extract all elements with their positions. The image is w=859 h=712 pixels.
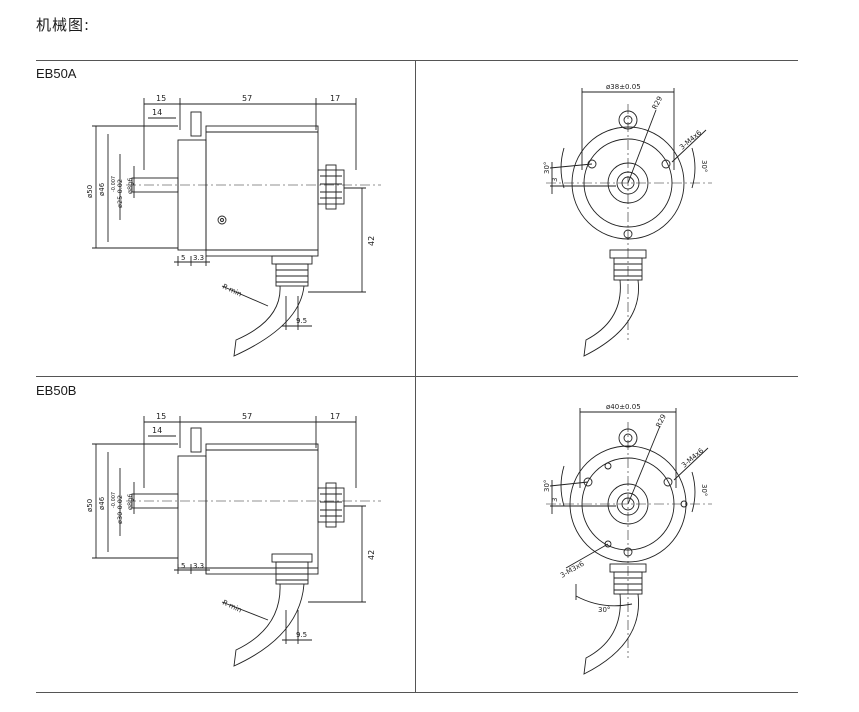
dim-17: 17 xyxy=(330,412,340,421)
dim-shaft-tolerance-sup: -0.007 xyxy=(111,492,117,508)
dim-radius: R29 xyxy=(655,413,668,429)
dim-diameter-46: ø46 xyxy=(98,496,106,510)
dim-shaft-tolerance-sup: -0.007 xyxy=(111,176,117,192)
column-divider xyxy=(415,60,416,692)
dim-shaft-tolerance: ø30-0.02 xyxy=(116,495,124,524)
eb50b-side-view: 15 14 57 17 ø50 ø46 ø30-0.02 -0.007 ø8g6… xyxy=(86,412,381,667)
dim-42: 42 xyxy=(367,236,376,246)
dim-angle-left: 30° xyxy=(543,480,551,492)
middle-rule xyxy=(36,376,798,377)
dim-3: 3 xyxy=(551,178,559,182)
dim-radius: R29 xyxy=(651,95,665,111)
dim-15: 15 xyxy=(156,94,166,103)
dim-bore: ø8g6 xyxy=(126,178,134,194)
dim-3: 3 xyxy=(551,498,559,502)
bottom-rule xyxy=(36,692,798,693)
dim-thread-holes-secondary: 3-M3x6 xyxy=(559,559,586,579)
dim-bore: ø8g6 xyxy=(126,494,134,510)
dim-pitch-circle: ø40±0.05 xyxy=(606,403,641,411)
dim-angle-left: 30° xyxy=(543,162,551,174)
dim-angle-right: 30° xyxy=(700,160,708,172)
eb50a-front-view: ø38±0.05 R29 3-M4x6 30° 30° 3 xyxy=(543,83,712,357)
dim-r-min: R min xyxy=(221,599,243,615)
eb50b-front-view: ø40±0.05 R29 3-M4x6 3-M3x6 30° 30° 30° 3 xyxy=(543,403,712,675)
panel-label-eb50b: EB50B xyxy=(36,383,77,398)
dim-14: 14 xyxy=(152,426,162,435)
dim-diameter-50: ø50 xyxy=(86,185,94,198)
panel-label-eb50a: EB50A xyxy=(36,66,77,81)
dim-pitch-circle: ø38±0.05 xyxy=(606,83,641,91)
dim-3-3: 3.3 xyxy=(193,254,204,262)
eb50a-side-view: 15 14 57 17 ø50 ø46 ø25-0.02 -0.007 ø8g6… xyxy=(86,94,381,357)
dim-5: 5 xyxy=(181,254,185,262)
dim-diameter-50: ø50 xyxy=(86,499,94,512)
dim-57: 57 xyxy=(242,94,252,103)
top-rule xyxy=(36,60,798,61)
dim-angle-bottom: 30° xyxy=(598,606,610,614)
dim-42: 42 xyxy=(367,550,376,560)
dim-15: 15 xyxy=(156,412,166,421)
dim-5: 5 xyxy=(181,562,185,570)
dim-9-5: 9.5 xyxy=(296,631,307,639)
dim-57: 57 xyxy=(242,412,252,421)
dim-3-3: 3.3 xyxy=(193,562,204,570)
dim-14: 14 xyxy=(152,108,162,117)
dim-17: 17 xyxy=(330,94,340,103)
dim-thread-holes: 3-M4x6 xyxy=(680,446,706,469)
dim-diameter-46: ø46 xyxy=(98,182,106,196)
dim-angle-right: 30° xyxy=(700,484,708,496)
page-title: 机械图: xyxy=(36,16,91,34)
dim-thread-holes: 3-M4x6 xyxy=(678,128,704,151)
dim-r-min: R min xyxy=(221,283,243,299)
dim-9-5: 9.5 xyxy=(296,317,307,325)
dim-shaft-tolerance: ø25-0.02 xyxy=(116,179,124,208)
